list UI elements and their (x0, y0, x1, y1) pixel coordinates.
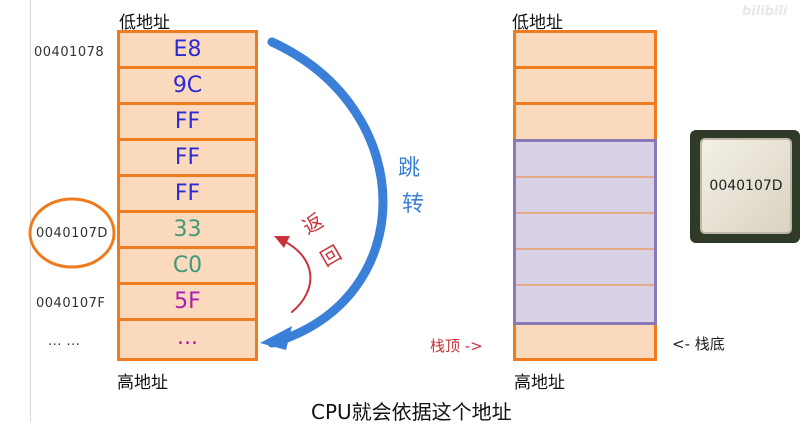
memory-cell-ff-2: FF (120, 141, 255, 177)
memory-cell-value: 5F (174, 289, 201, 314)
stack-slot (516, 69, 654, 105)
stack-frame-divider (516, 284, 654, 286)
memory-cell-value: C0 (172, 253, 203, 278)
memory-cell-c0: C0 (120, 249, 255, 285)
stack-slot (516, 33, 654, 69)
memory-cell-e8: E8 (120, 33, 255, 69)
memory-cell-value: FF (174, 145, 201, 170)
stack-slot (516, 105, 654, 138)
memory-cell-value: 33 (173, 217, 202, 242)
memory-cell-value: FF (174, 181, 201, 206)
memory-cell-9c: 9C (120, 69, 255, 105)
left-stack-header-bottom: 高地址 (117, 373, 168, 393)
memory-cell-value: ... (177, 325, 198, 350)
stack-frame-region (513, 139, 657, 325)
jump-label-2: 转 (402, 192, 425, 217)
jump-arrow (267, 37, 388, 348)
cpu-register-value: 0040107D (709, 178, 783, 194)
memory-cell-ellipsis: ... (120, 321, 255, 354)
stack-bottom-label: <- 栈底 (672, 335, 725, 353)
address-0040107d: 0040107D (36, 226, 108, 241)
right-stack-header-top: 低地址 (512, 13, 563, 33)
stack-frame-divider (516, 212, 654, 214)
left-stack-header-top: 低地址 (119, 13, 170, 33)
page-left-border (30, 0, 31, 422)
memory-cell-33: 33 (120, 213, 255, 249)
address-0040107f: 0040107F (36, 296, 106, 311)
address-ellipsis: ... ... (48, 334, 81, 349)
stack-top-label: 栈顶 -> (430, 337, 483, 355)
jump-arrow-head (260, 326, 292, 350)
subtitle-caption: CPU就会依据这个地址 (311, 400, 512, 424)
address-highlight-circle (28, 197, 116, 269)
memory-cell-ff-3: FF (120, 177, 255, 213)
stack-frame-divider (516, 176, 654, 178)
return-arrow (281, 239, 312, 313)
right-stack-header-bottom: 高地址 (514, 373, 565, 393)
return-arrow-head (274, 236, 290, 248)
memory-cell-value: E8 (173, 37, 202, 62)
address-00401078: 00401078 (34, 45, 105, 60)
memory-cell-ff-1: FF (120, 105, 255, 141)
memory-cell-value: 9C (172, 73, 203, 98)
cpu-chip-die: 0040107D (700, 138, 792, 234)
memory-cell-5f: 5F (120, 285, 255, 321)
bilibili-watermark: bilibili (742, 4, 788, 19)
jump-label-1: 跳 (398, 156, 421, 181)
stack-frame-divider (516, 248, 654, 250)
left-memory-stack: E8 9C FF FF FF 33 C0 5F ... (117, 30, 258, 361)
memory-cell-value: FF (174, 109, 201, 134)
